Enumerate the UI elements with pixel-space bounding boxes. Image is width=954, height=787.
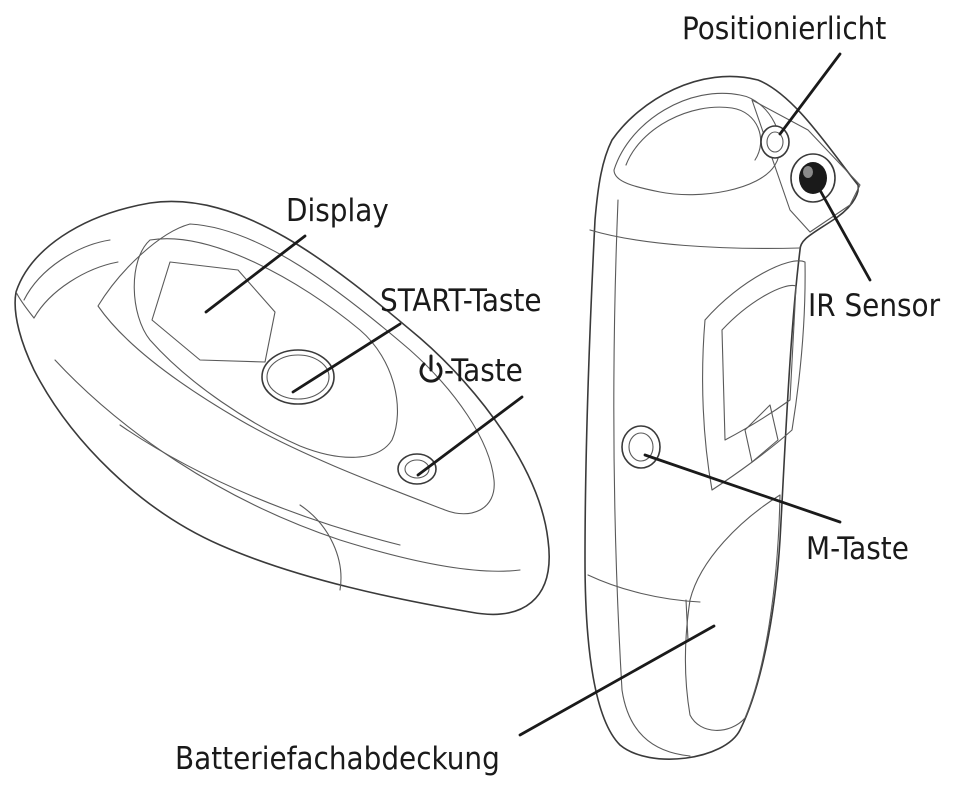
left-device-endcap — [23, 239, 111, 301]
power-button-shape — [397, 453, 437, 485]
display-window — [151, 261, 276, 363]
sensor-face — [751, 99, 861, 233]
label-power-button-group: -Taste — [419, 353, 523, 389]
right-device — [584, 75, 861, 760]
label-display: Display — [286, 193, 389, 229]
battery-cover-shape — [684, 494, 781, 731]
left-device-top-face — [97, 223, 495, 515]
right-device-body — [584, 75, 859, 760]
label-m-button: M-Taste — [806, 531, 909, 567]
left-device-body — [14, 200, 550, 616]
label-positioning-light: Positionierlicht — [682, 11, 886, 47]
leader-display — [204, 234, 307, 314]
label-battery-cover: Batteriefachabdeckung — [175, 741, 500, 777]
leader-battery-cover — [518, 624, 716, 737]
leader-positioning-light — [778, 52, 842, 136]
power-icon — [419, 354, 443, 383]
left-device — [14, 200, 550, 616]
leader-start — [291, 322, 402, 394]
leader-power — [416, 395, 524, 477]
ir-sensor-shape — [790, 153, 836, 203]
side-window — [702, 260, 806, 491]
left-device-panel — [133, 238, 398, 458]
m-button-shape — [621, 425, 661, 469]
label-ir-sensor: IR Sensor — [808, 288, 941, 324]
leader-ir-sensor — [814, 181, 872, 282]
start-button-shape — [261, 349, 335, 405]
positioning-light-shape — [760, 125, 790, 159]
label-power-button: -Taste — [444, 353, 523, 389]
leader-m-button — [643, 453, 842, 524]
label-start-button: START-Taste — [380, 283, 542, 319]
